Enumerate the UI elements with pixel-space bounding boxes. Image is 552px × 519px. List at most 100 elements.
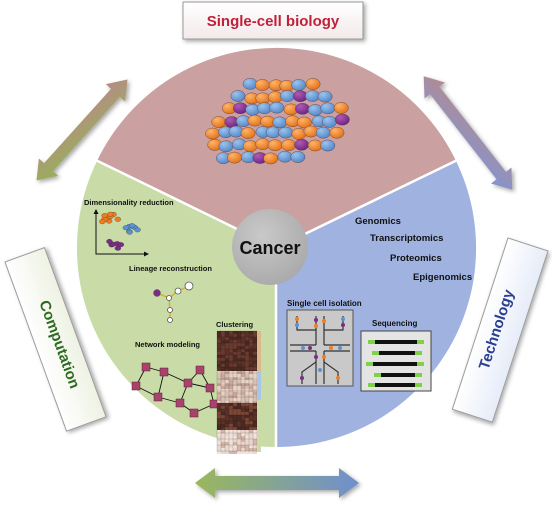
tissue-cell — [320, 102, 336, 115]
heatmap-cell — [221, 377, 225, 380]
tissue-cell — [315, 126, 331, 139]
heatmap-cell — [225, 401, 229, 404]
heatmap-cell — [249, 439, 253, 442]
tissue-cell — [305, 90, 320, 102]
heatmap-cell — [249, 398, 253, 401]
heatmap-cell — [229, 433, 233, 436]
heatmap-cell — [221, 392, 225, 395]
heatmap-cell — [249, 389, 253, 392]
heatmap-cell — [237, 355, 241, 358]
heatmap-cell — [245, 371, 249, 374]
heatmap-cell — [217, 421, 221, 424]
network-node — [189, 408, 199, 418]
heatmap-cell — [221, 395, 225, 398]
heatmap-cell — [229, 377, 233, 380]
heatmap-cell — [237, 337, 241, 340]
heatmap-cell — [245, 398, 249, 401]
center-circle — [232, 209, 308, 285]
heatmap-cell — [237, 361, 241, 364]
heatmap-cell — [217, 364, 221, 367]
heatmap-cell — [225, 346, 229, 349]
heatmap-cell — [249, 346, 253, 349]
tissue-cell — [247, 114, 263, 127]
heatmap-cell — [229, 346, 233, 349]
heatmap-cell — [237, 412, 241, 415]
heatmap-cell — [249, 448, 253, 451]
heatmap-cell — [221, 442, 225, 445]
heatmap-cell — [217, 439, 221, 442]
heatmap-cell — [249, 374, 253, 377]
heatmap-cell — [249, 421, 253, 424]
heatmap-cell — [229, 352, 233, 355]
heatmap-cell — [253, 439, 257, 442]
chip-cell — [318, 368, 322, 372]
heatmap-cell — [221, 424, 225, 427]
heatmap-cell — [221, 418, 225, 421]
heatmap-cell — [253, 371, 257, 374]
heatmap-cell — [245, 448, 249, 451]
heatmap-cell — [237, 343, 241, 346]
heatmap-cell — [241, 371, 245, 374]
sequencing-read — [368, 383, 422, 387]
heatmap-cell — [245, 346, 249, 349]
heatmap-cell — [241, 403, 245, 406]
read-tag — [366, 362, 373, 366]
heatmap-cell — [233, 374, 237, 377]
heatmap-cell — [221, 371, 225, 374]
omics-genomics: Genomics — [355, 216, 401, 227]
heatmap-cell — [241, 421, 245, 424]
chip-cell — [314, 318, 318, 322]
scatter-point — [128, 223, 136, 229]
heatmap-cell — [253, 349, 257, 352]
heatmap-icon — [216, 330, 261, 454]
technology-box: Technology — [451, 237, 549, 423]
heatmap-cell — [249, 424, 253, 427]
heatmap-cell — [237, 403, 241, 406]
heatmap-cell — [245, 331, 249, 334]
heatmap-cell — [225, 331, 229, 334]
heatmap-cell — [225, 415, 229, 418]
chip-cell — [295, 323, 299, 327]
heatmap-cell — [237, 358, 241, 361]
read-tag — [415, 383, 422, 387]
heatmap-cell — [229, 398, 233, 401]
heatmap-cell — [229, 401, 233, 404]
heatmap-cell — [241, 383, 245, 386]
heatmap-cell — [249, 371, 253, 374]
heatmap-cell — [253, 383, 257, 386]
omics-transcriptomics: Transcriptomics — [370, 233, 443, 244]
heatmap-cell — [233, 395, 237, 398]
heatmap-cell — [241, 355, 245, 358]
heatmap-cell — [253, 389, 257, 392]
heatmap-cell — [253, 386, 257, 389]
heatmap-cell — [237, 418, 241, 421]
heatmap-cell — [225, 398, 229, 401]
heatmap-cell — [233, 386, 237, 389]
heatmap-cell — [237, 371, 241, 374]
heatmap-cell — [237, 409, 241, 412]
heatmap-cell — [233, 358, 237, 361]
heatmap-cell — [233, 445, 237, 448]
heatmap-cell — [237, 445, 241, 448]
heatmap-cell — [245, 358, 249, 361]
scatter-point — [99, 219, 106, 225]
heatmap-cell — [237, 427, 241, 430]
heatmap-cell — [245, 409, 249, 412]
heatmap-cell — [217, 352, 221, 355]
read-tag — [415, 351, 422, 355]
heatmap-cell — [253, 436, 257, 439]
heatmap-cell — [233, 337, 237, 340]
heatmap-cell — [217, 395, 221, 398]
heatmap-cell — [249, 445, 253, 448]
heatmap-cell — [249, 386, 253, 389]
heatmap-cell — [253, 367, 257, 370]
heatmap-cell — [253, 361, 257, 364]
heatmap-cell — [253, 409, 257, 412]
heatmap-cell — [221, 331, 225, 334]
heatmap-cell — [245, 392, 249, 395]
arrow-biology-computation — [36, 79, 128, 181]
heatmap-cell — [229, 451, 233, 454]
tissue-cell — [317, 90, 333, 103]
heatmap-cell — [249, 406, 253, 409]
heatmap-cell — [241, 424, 245, 427]
